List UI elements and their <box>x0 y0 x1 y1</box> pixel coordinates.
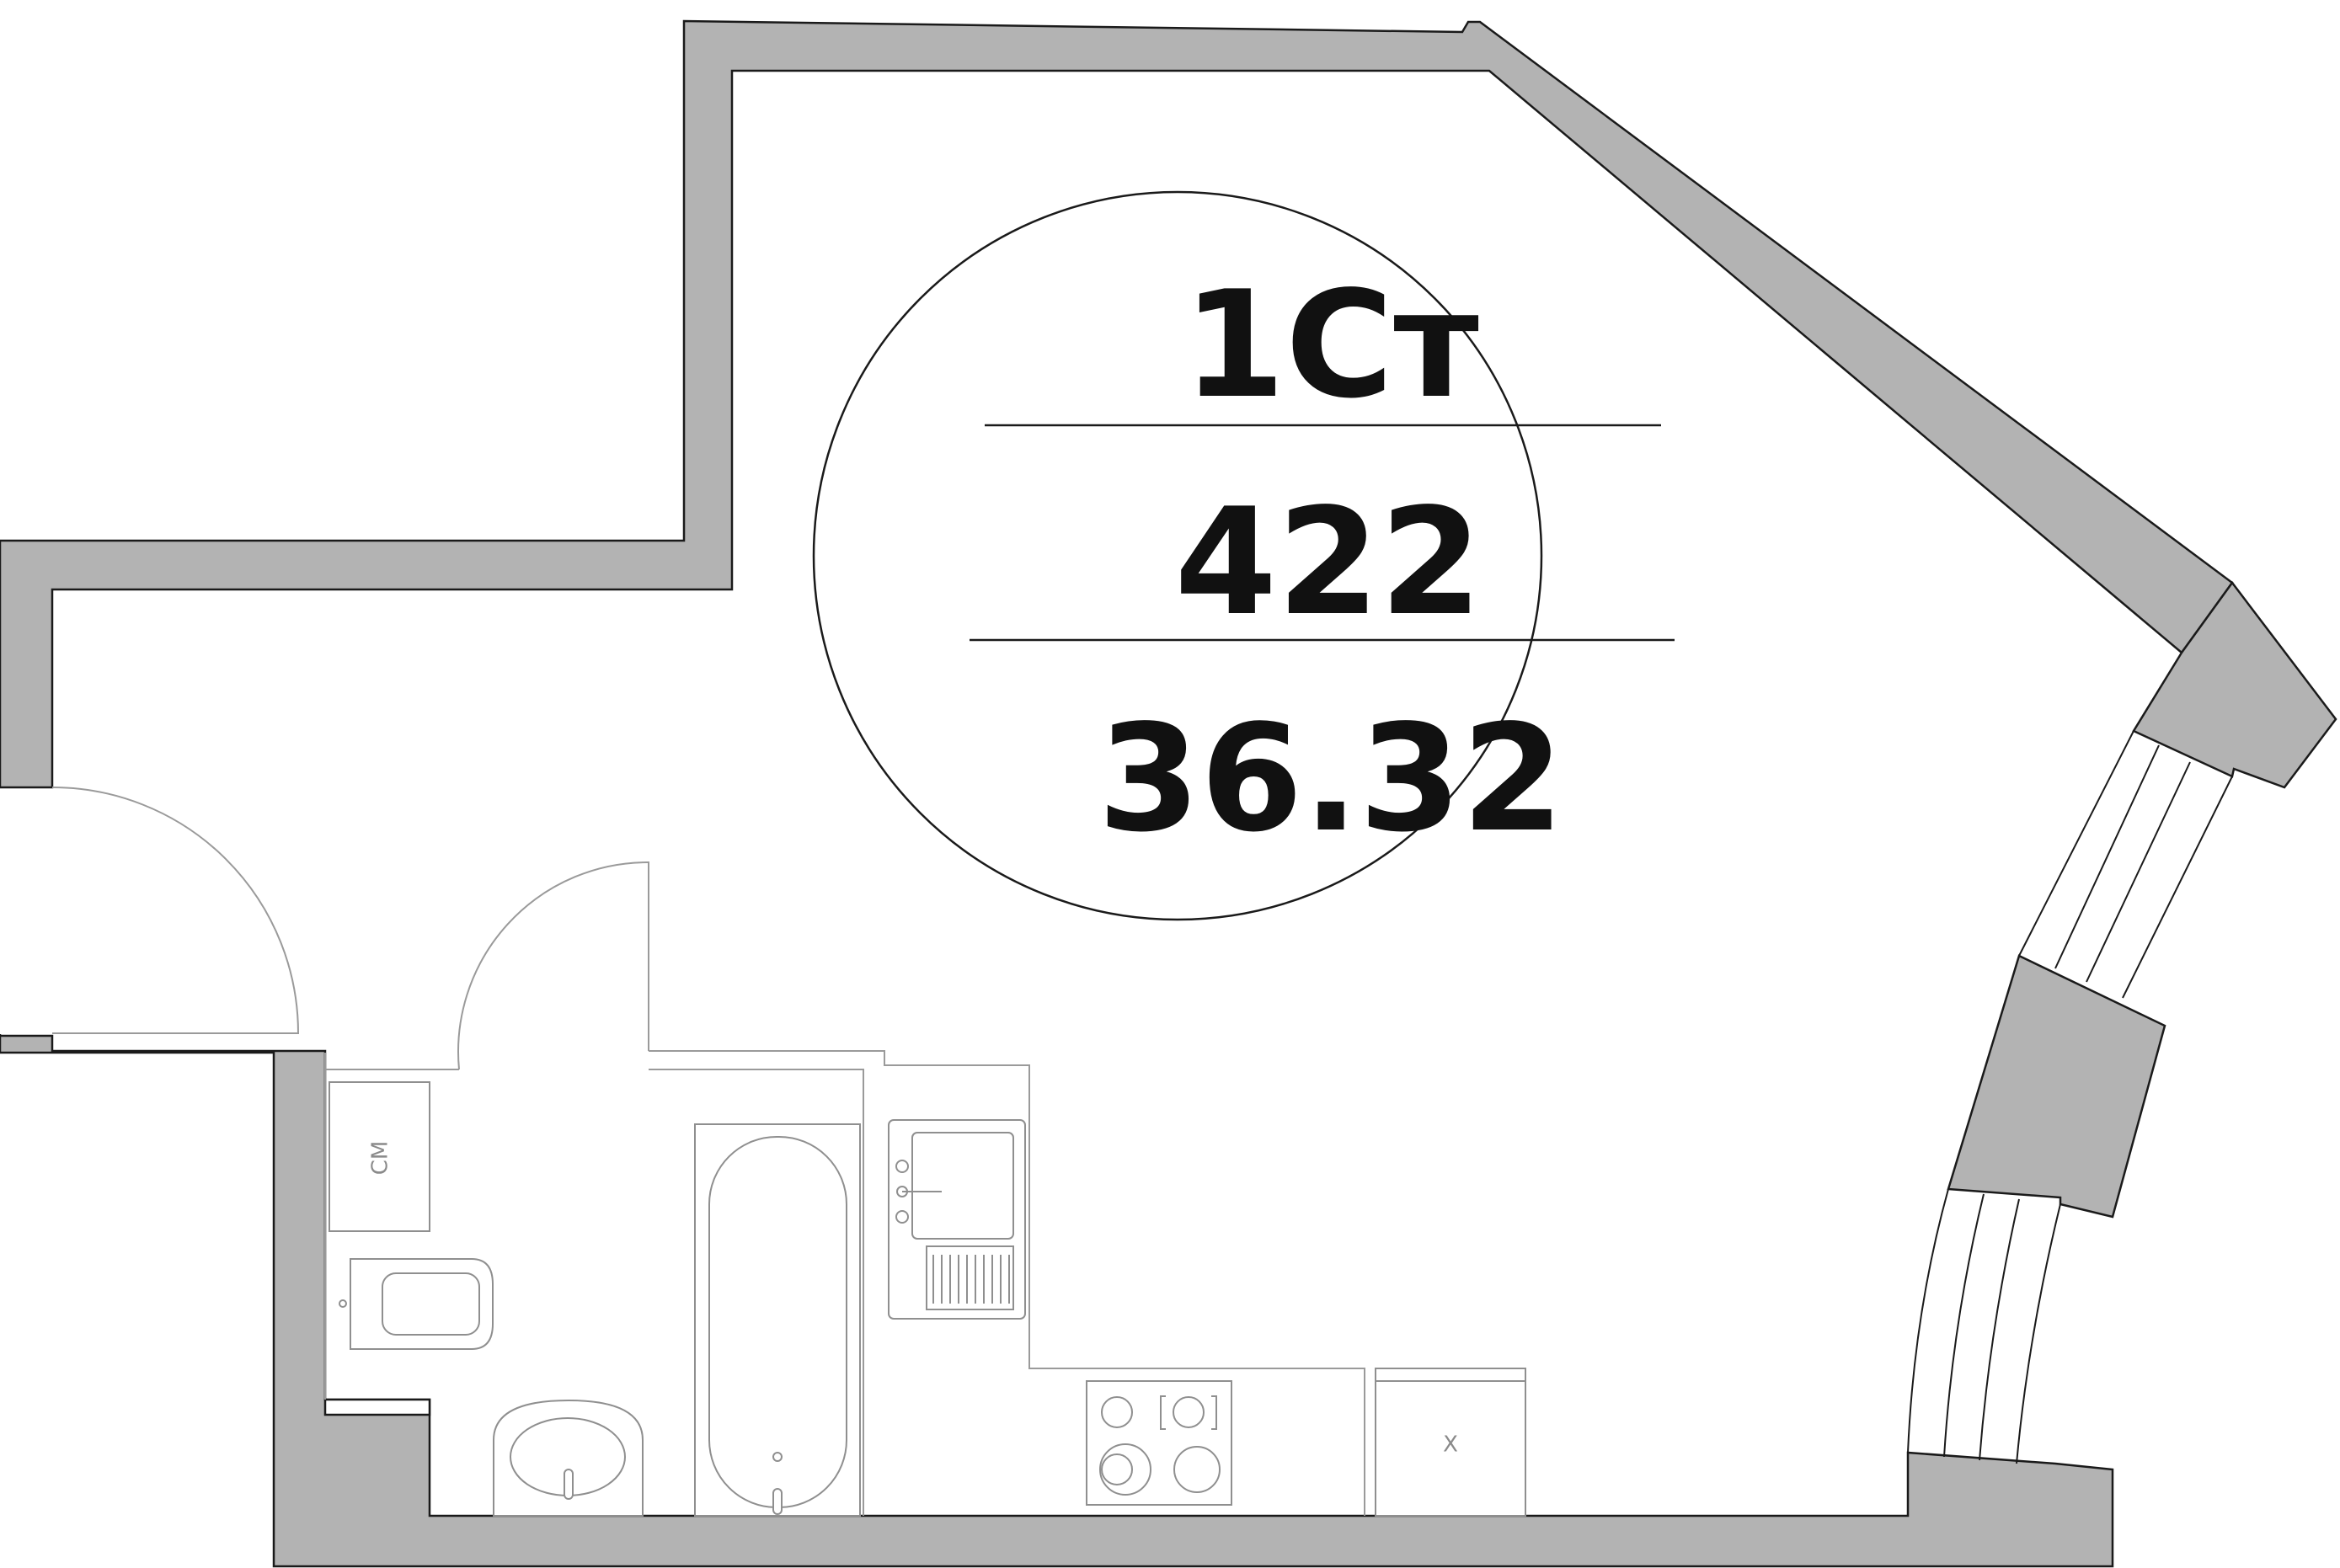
washing-machine <box>329 1081 430 1232</box>
burner <box>1101 1396 1133 1428</box>
fridge-label: Х <box>1443 1432 1458 1458</box>
sink-faucet <box>895 1160 942 1224</box>
bathroom-door <box>457 861 649 1070</box>
apartment-type: 1Ст <box>1183 260 1479 431</box>
fixtures: СМ <box>329 1081 1526 1517</box>
windows <box>1907 730 2233 1464</box>
interior <box>51 787 1365 1516</box>
wall-south <box>0 1034 2114 1568</box>
burner <box>1173 1446 1221 1493</box>
fridge <box>1375 1368 1526 1517</box>
sink-drainer <box>932 1255 1010 1304</box>
burner <box>1101 1453 1133 1485</box>
bathroom-partition <box>324 1050 1365 1516</box>
apartment-badge: 1Ст 422 36.32 <box>812 190 1675 921</box>
wall-east-pier <box>1947 954 2166 1219</box>
burner <box>1173 1396 1205 1428</box>
apartment-number: 422 <box>1174 477 1482 648</box>
badge-circle <box>812 190 1543 921</box>
entrance-door <box>51 787 300 1034</box>
wall-east-cap <box>2132 580 2337 789</box>
washer-label: СМ <box>368 1141 393 1176</box>
apartment-area: 36.32 <box>1098 694 1564 865</box>
wall-inner-stub <box>323 1398 431 1416</box>
walls <box>0 19 2337 1568</box>
